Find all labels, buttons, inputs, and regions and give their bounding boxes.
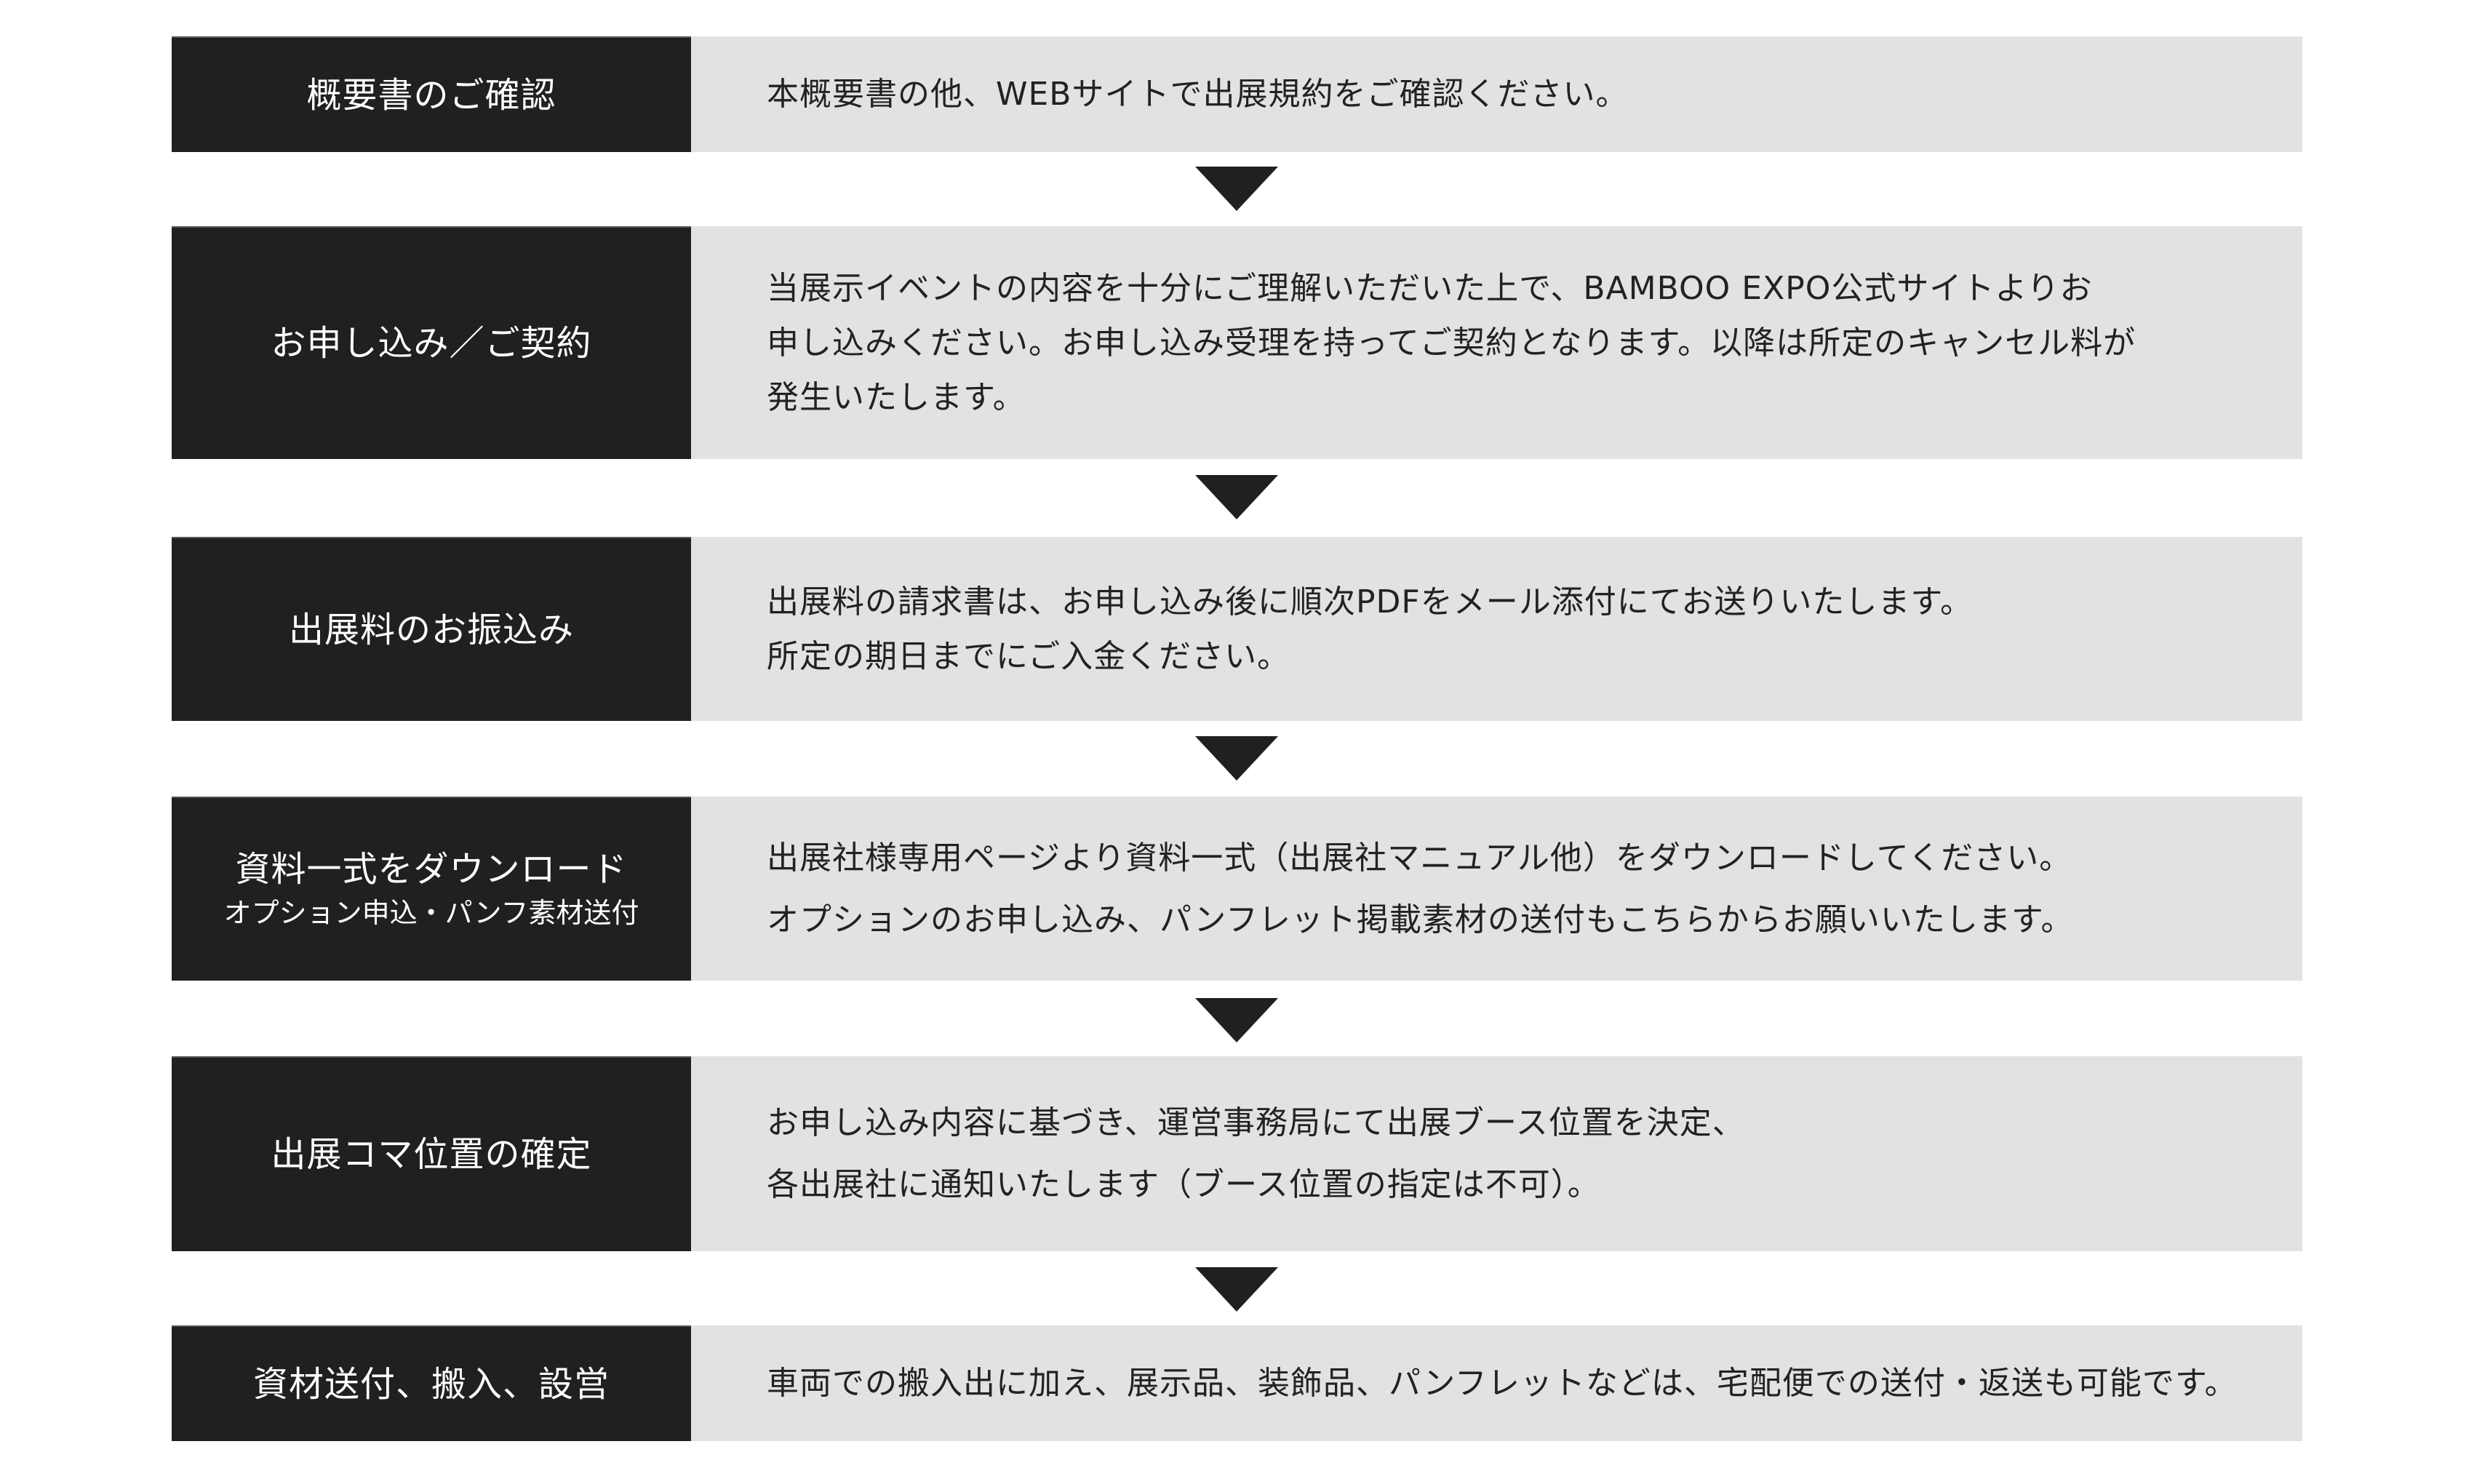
step-label-box: 概要書のご確認 — [172, 36, 691, 152]
step-title: 資料一式をダウンロード — [235, 848, 628, 890]
step-description: 本概要書の他、WEBサイトで出展規約をご確認ください。 — [691, 36, 2302, 152]
flow-step-6: 資材送付、搬入、設営 車両での搬入出に加え、展示品、装飾品、パンフレットなどは、… — [172, 1325, 2302, 1441]
description-line: お申し込み内容に基づき、運営事務局にて出展ブース位置を決定、 — [767, 1104, 1745, 1141]
step-label-box: 出展料のお振込み — [172, 537, 691, 721]
step-title: 出展料のお振込み — [288, 609, 574, 650]
description-line: 各出展社に通知いたします（ブース位置の指定は不可）。 — [767, 1166, 1600, 1203]
step-label-box: お申し込み／ご契約 — [172, 226, 691, 459]
step-description: 出展料の請求書は、お申し込み後に順次PDFをメール添付にてお送りいたします。 所… — [691, 537, 2302, 721]
flow-step-4: 資料一式をダウンロード オプション申込・パンフ素材送付 出展社様専用ページより資… — [172, 797, 2302, 981]
step-label-box: 資材送付、搬入、設営 — [172, 1325, 691, 1441]
step-title: 出展コマ位置の確定 — [271, 1134, 592, 1175]
description-line: 本概要書の他、WEBサイトで出展規約をご確認ください。 — [767, 76, 1629, 113]
flow-step-3: 出展料のお振込み 出展料の請求書は、お申し込み後に順次PDFをメール添付にてお送… — [172, 537, 2302, 721]
description-line: 所定の期日までにご入金ください。 — [767, 637, 1290, 675]
step-title: お申し込み／ご契約 — [271, 323, 592, 364]
step-description: 当展示イベントの内容を十分にご理解いただいた上で、BAMBOO EXPO公式サイ… — [691, 226, 2302, 459]
step-subtitle: オプション申込・パンフ素材送付 — [223, 896, 639, 929]
description-line: オプションのお申し込み、パンフレット掲載素材の送付もこちらからお願いいたします。 — [767, 901, 2074, 938]
down-arrow-icon — [1195, 167, 1278, 211]
step-description: 出展社様専用ページより資料一式（出展社マニュアル他）をダウンロードしてください。… — [691, 797, 2302, 981]
down-arrow-icon — [1195, 736, 1278, 781]
description-line: 出展料の請求書は、お申し込み後に順次PDFをメール添付にてお送りいたします。 — [767, 583, 1973, 621]
down-arrow-icon — [1195, 475, 1278, 519]
flow-step-2: お申し込み／ご契約 当展示イベントの内容を十分にご理解いただいた上で、BAMBO… — [172, 226, 2302, 459]
down-arrow-icon — [1195, 998, 1278, 1042]
description-line: 当展示イベントの内容を十分にご理解いただいた上で、BAMBOO EXPO公式サイ… — [767, 269, 2093, 307]
description-line: 出展社様専用ページより資料一式（出展社マニュアル他）をダウンロードしてください。 — [767, 839, 2072, 877]
flow-step-1: 概要書のご確認 本概要書の他、WEBサイトで出展規約をご確認ください。 — [172, 36, 2302, 152]
down-arrow-icon — [1195, 1267, 1278, 1312]
description-line: 車両での搬入出に加え、展示品、装飾品、パンフレットなどは、宅配便での送付・返送も… — [767, 1365, 2238, 1402]
step-label-box: 資料一式をダウンロード オプション申込・パンフ素材送付 — [172, 797, 691, 981]
flow-step-5: 出展コマ位置の確定 お申し込み内容に基づき、運営事務局にて出展ブース位置を決定、… — [172, 1056, 2302, 1251]
step-title: 概要書のご確認 — [306, 74, 556, 116]
step-label-box: 出展コマ位置の確定 — [172, 1056, 691, 1251]
step-description: 車両での搬入出に加え、展示品、装飾品、パンフレットなどは、宅配便での送付・返送も… — [691, 1325, 2302, 1441]
step-description: お申し込み内容に基づき、運営事務局にて出展ブース位置を決定、 各出展社に通知いた… — [691, 1056, 2302, 1251]
step-title: 資材送付、搬入、設営 — [252, 1363, 610, 1405]
description-line: 申し込みください。お申し込み受理を持ってご契約となります。以降は所定のキャンセル… — [767, 324, 2136, 362]
description-line: 発生いたします。 — [767, 378, 1026, 416]
